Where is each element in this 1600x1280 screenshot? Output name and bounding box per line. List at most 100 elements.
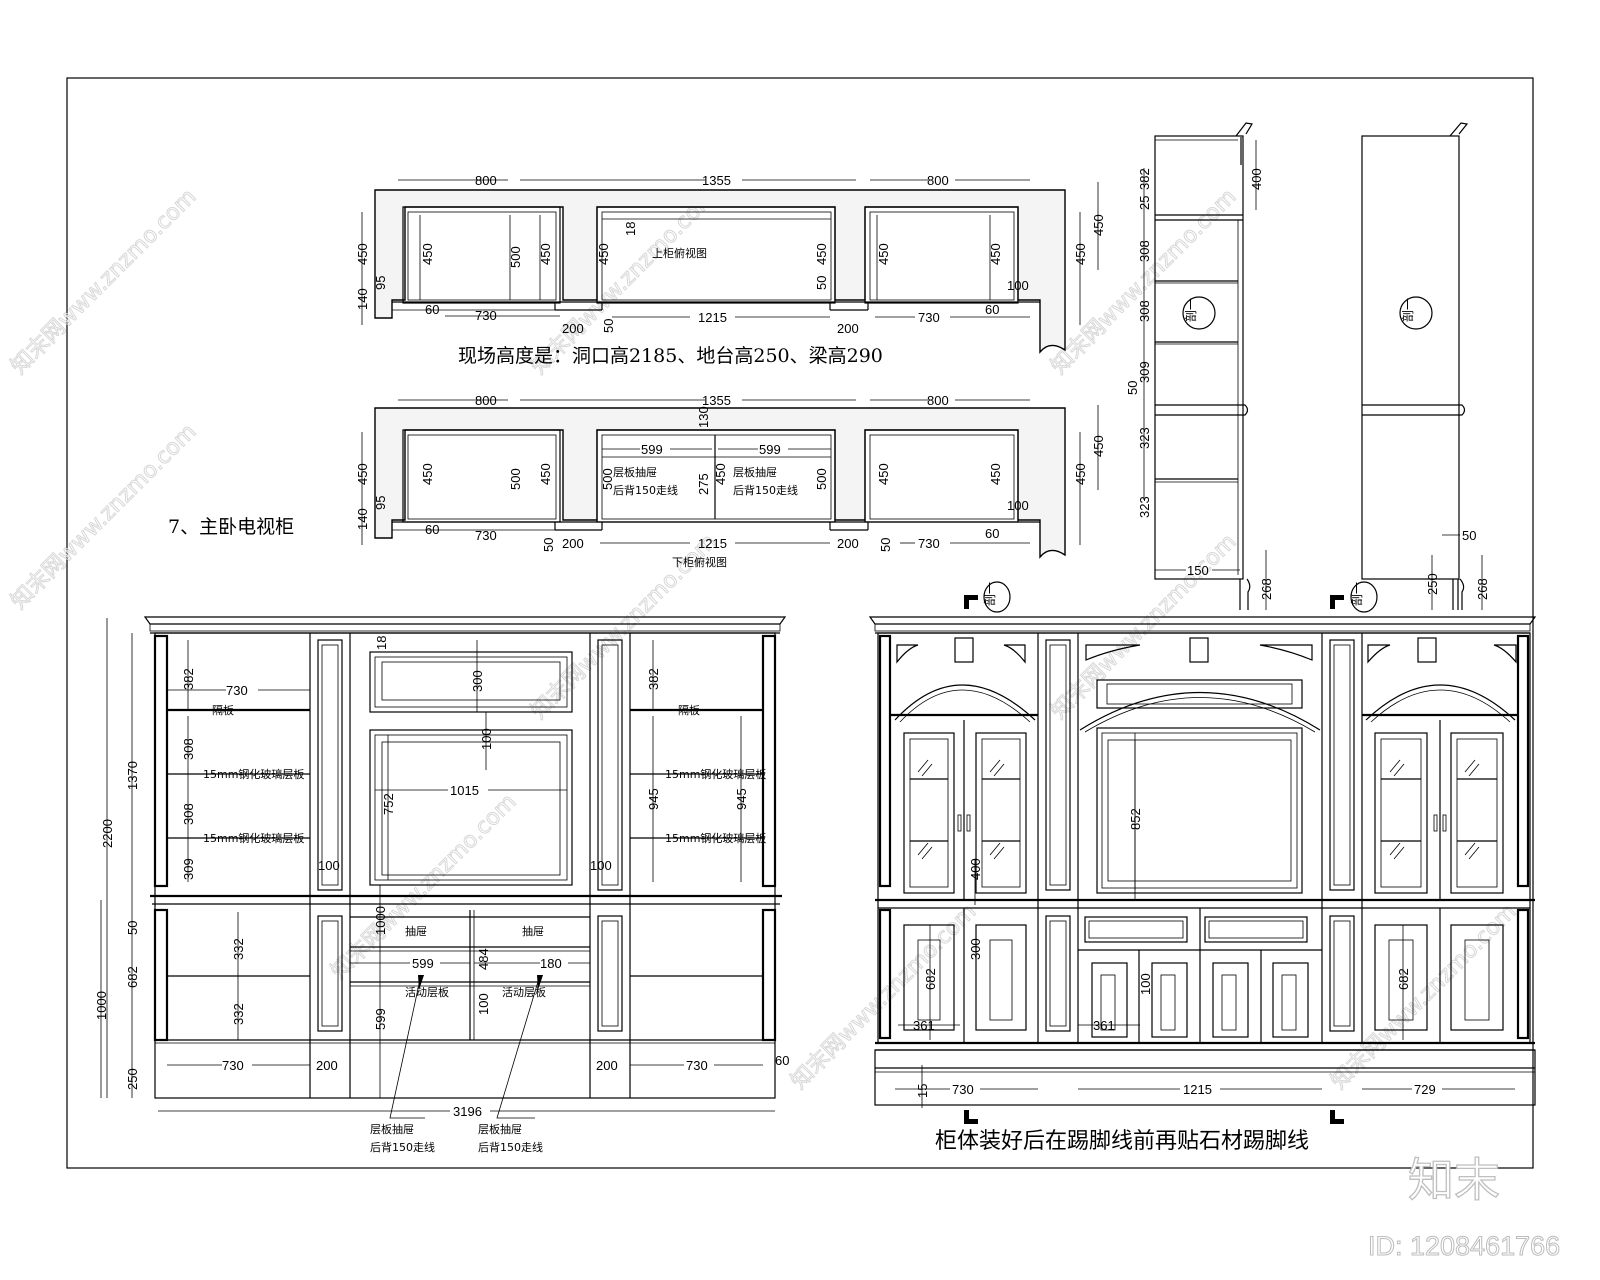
svg-text:450: 450 — [420, 463, 435, 485]
section-left: 剖一 25 382 308 308 309 50 323 323 450 450… — [1091, 122, 1274, 610]
svg-text:752: 752 — [381, 793, 396, 815]
svg-text:后背150走线: 后背150走线 — [370, 1140, 435, 1154]
plan-upper-caption: 上柜俯视图 — [652, 246, 707, 260]
svg-text:知末网www.znzmo.com: 知末网www.znzmo.com — [787, 899, 982, 1094]
svg-text:945: 945 — [646, 788, 661, 810]
svg-text:1000: 1000 — [373, 906, 388, 935]
elevation-right: 852 400 300 682 361 100 361 682 15 730 1… — [868, 581, 1537, 1124]
svg-text:50: 50 — [1462, 528, 1476, 543]
svg-text:800: 800 — [475, 393, 497, 408]
svg-text:309: 309 — [1137, 361, 1152, 383]
svg-text:730: 730 — [686, 1058, 708, 1073]
svg-text:隔板: 隔板 — [212, 703, 234, 717]
svg-text:361: 361 — [1093, 1018, 1115, 1033]
svg-text:500: 500 — [508, 468, 523, 490]
svg-text:450: 450 — [355, 463, 370, 485]
svg-text:活动层板: 活动层板 — [405, 985, 449, 999]
svg-text:200: 200 — [562, 321, 584, 336]
site-height-note: 现场高度是：洞口高2185、地台高250、梁高290 — [458, 345, 883, 367]
svg-text:323: 323 — [1137, 496, 1152, 518]
svg-text:后背150走线: 后背150走线 — [478, 1140, 543, 1154]
brand-logo: 知末 — [1408, 1153, 1500, 1207]
svg-text:60: 60 — [985, 526, 999, 541]
drawing-title: 7、主卧电视柜 — [168, 516, 294, 538]
svg-text:450: 450 — [988, 463, 1003, 485]
svg-text:308: 308 — [181, 738, 196, 760]
svg-text:500: 500 — [814, 468, 829, 490]
svg-text:484: 484 — [476, 948, 491, 970]
svg-text:323: 323 — [1137, 427, 1152, 449]
svg-text:1370: 1370 — [125, 761, 140, 790]
svg-text:60: 60 — [985, 302, 999, 317]
svg-text:730: 730 — [475, 528, 497, 543]
section-marker-icon — [964, 595, 978, 609]
svg-text:后背150走线: 后背150走线 — [733, 483, 798, 497]
svg-text:450: 450 — [420, 243, 435, 265]
svg-text:200: 200 — [837, 536, 859, 551]
svg-text:382: 382 — [1137, 168, 1152, 190]
svg-text:100: 100 — [1138, 973, 1153, 995]
svg-text:15: 15 — [915, 1084, 930, 1098]
svg-text:800: 800 — [927, 393, 949, 408]
svg-text:100: 100 — [1007, 498, 1029, 513]
svg-text:层板抽屉: 层板抽屉 — [733, 465, 777, 479]
svg-text:450: 450 — [355, 243, 370, 265]
svg-text:知末网www.znzmo.com: 知末网www.znzmo.com — [1327, 899, 1522, 1094]
svg-text:100: 100 — [590, 858, 612, 873]
svg-text:95: 95 — [373, 276, 388, 290]
kickboard-note: 柜体装好后在踢脚线前再贴石材踢脚线 — [935, 1129, 1309, 1154]
svg-text:1215: 1215 — [1183, 1082, 1212, 1097]
svg-text:382: 382 — [646, 668, 661, 690]
svg-text:140: 140 — [355, 288, 370, 310]
svg-text:18: 18 — [623, 222, 638, 236]
svg-text:730: 730 — [952, 1082, 974, 1097]
drawing-frame — [66, 77, 1534, 1169]
svg-text:308: 308 — [1137, 300, 1152, 322]
svg-text:50: 50 — [878, 538, 893, 552]
svg-text:730: 730 — [475, 308, 497, 323]
svg-text:层板抽屉: 层板抽屉 — [370, 1122, 414, 1136]
svg-text:知末网www.znzmo.com: 知末网www.znzmo.com — [1047, 529, 1242, 724]
svg-text:450: 450 — [988, 243, 1003, 265]
svg-text:599: 599 — [759, 442, 781, 457]
svg-text:308: 308 — [1137, 240, 1152, 262]
svg-text:945: 945 — [734, 788, 749, 810]
svg-text:1000: 1000 — [94, 991, 109, 1020]
svg-text:682: 682 — [125, 966, 140, 988]
svg-text:730: 730 — [226, 683, 248, 698]
svg-text:隔板: 隔板 — [678, 703, 700, 717]
section-marker-icon — [964, 1110, 978, 1124]
svg-text:15mm钢化玻璃层板: 15mm钢化玻璃层板 — [665, 831, 766, 845]
svg-text:剖一: 剖一 — [1184, 298, 1198, 322]
svg-text:50: 50 — [814, 276, 829, 290]
elevation-left: 2200 1000 1370 50 682 250 382 730 308 30… — [94, 616, 789, 1154]
svg-text:知末网www.znzmo.com: 知末网www.znzmo.com — [7, 184, 202, 379]
svg-text:250: 250 — [1425, 573, 1440, 595]
svg-text:268: 268 — [1259, 578, 1274, 600]
svg-text:3196: 3196 — [453, 1104, 482, 1119]
svg-text:15mm钢化玻璃层板: 15mm钢化玻璃层板 — [203, 767, 304, 781]
svg-text:800: 800 — [927, 173, 949, 188]
image-id: ID: 1208461766 — [1368, 1231, 1560, 1261]
svg-text:层板抽屉: 层板抽屉 — [613, 465, 657, 479]
svg-text:50: 50 — [125, 921, 140, 935]
svg-text:500: 500 — [508, 246, 523, 268]
svg-text:剖一: 剖一 — [1401, 298, 1415, 322]
svg-text:活动层板: 活动层板 — [502, 985, 546, 999]
svg-text:450: 450 — [1091, 214, 1106, 236]
plan-lower-cabinet: 800 1355 800 450 500 450 500 599 599 130… — [355, 393, 1088, 569]
svg-text:332: 332 — [231, 938, 246, 960]
svg-text:800: 800 — [475, 173, 497, 188]
section-marker-icon — [1330, 595, 1344, 609]
svg-text:599: 599 — [373, 1008, 388, 1030]
svg-text:50: 50 — [1125, 381, 1140, 395]
svg-text:730: 730 — [918, 310, 940, 325]
section-marker-icon — [1330, 1110, 1344, 1124]
svg-text:50: 50 — [601, 319, 616, 333]
svg-text:309: 309 — [181, 858, 196, 880]
svg-text:332: 332 — [231, 1003, 246, 1025]
svg-text:95: 95 — [373, 496, 388, 510]
svg-text:450: 450 — [713, 463, 728, 485]
svg-text:730: 730 — [918, 536, 940, 551]
